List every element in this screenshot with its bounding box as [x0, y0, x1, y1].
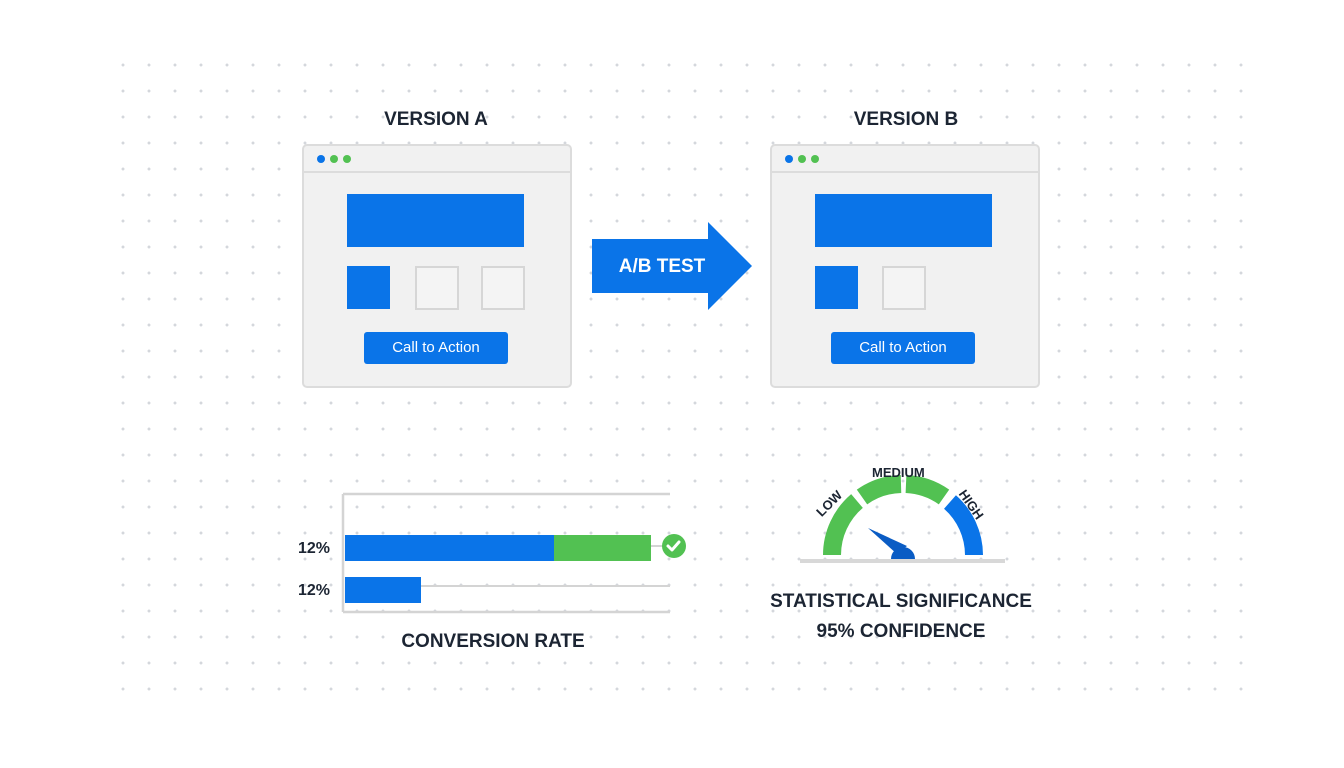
check-circle-icon [662, 534, 686, 558]
window-dot-icon [330, 155, 338, 163]
ab-test-arrow-icon [592, 222, 752, 310]
hero-banner [815, 194, 992, 247]
ab-test-label: A/B TEST [618, 256, 706, 277]
gauge-needle [868, 528, 907, 554]
version-a-title: VERSION A [384, 109, 488, 130]
conversion-chart [341, 492, 686, 614]
window-dot-icon [811, 155, 819, 163]
gauge-low-segment [823, 494, 864, 556]
version-a-window: Call to Action [302, 144, 572, 388]
conversion-title: CONVERSION RATE [401, 631, 585, 652]
window-dot-icon [317, 155, 325, 163]
gauge-medium-segment [905, 475, 950, 505]
cta-button[interactable]: Call to Action [831, 332, 975, 364]
gauge-label-medium: MEDIUM [872, 465, 925, 480]
gauge-medium-segment [856, 475, 902, 505]
gauge-hub [891, 547, 915, 559]
window-titlebar [304, 146, 570, 173]
gauge-subtitle: 95% CONFIDENCE [816, 621, 986, 642]
content-block-empty [882, 266, 926, 310]
bar-version-b-base [345, 535, 554, 561]
content-block-filled [815, 266, 858, 309]
bar-version-a [345, 577, 421, 603]
dotted-background [110, 52, 1255, 702]
gauge-title: STATISTICAL SIGNIFICANCE [770, 591, 1032, 612]
version-b-window: Call to Action [770, 144, 1040, 388]
bar-label: 12% [298, 582, 331, 599]
window-dot-icon [343, 155, 351, 163]
window-dot-icon [798, 155, 806, 163]
content-block-filled [347, 266, 390, 309]
significance-gauge [800, 475, 1005, 563]
window-dot-icon [785, 155, 793, 163]
hero-banner [347, 194, 524, 247]
gauge-high-segment [943, 495, 983, 556]
bar-version-b-lift [554, 535, 651, 561]
bar-label: 12% [298, 540, 331, 557]
window-titlebar [772, 146, 1038, 173]
content-block-empty [415, 266, 459, 310]
version-b-title: VERSION B [853, 109, 959, 130]
cta-button[interactable]: Call to Action [364, 332, 508, 364]
content-block-empty [481, 266, 525, 310]
